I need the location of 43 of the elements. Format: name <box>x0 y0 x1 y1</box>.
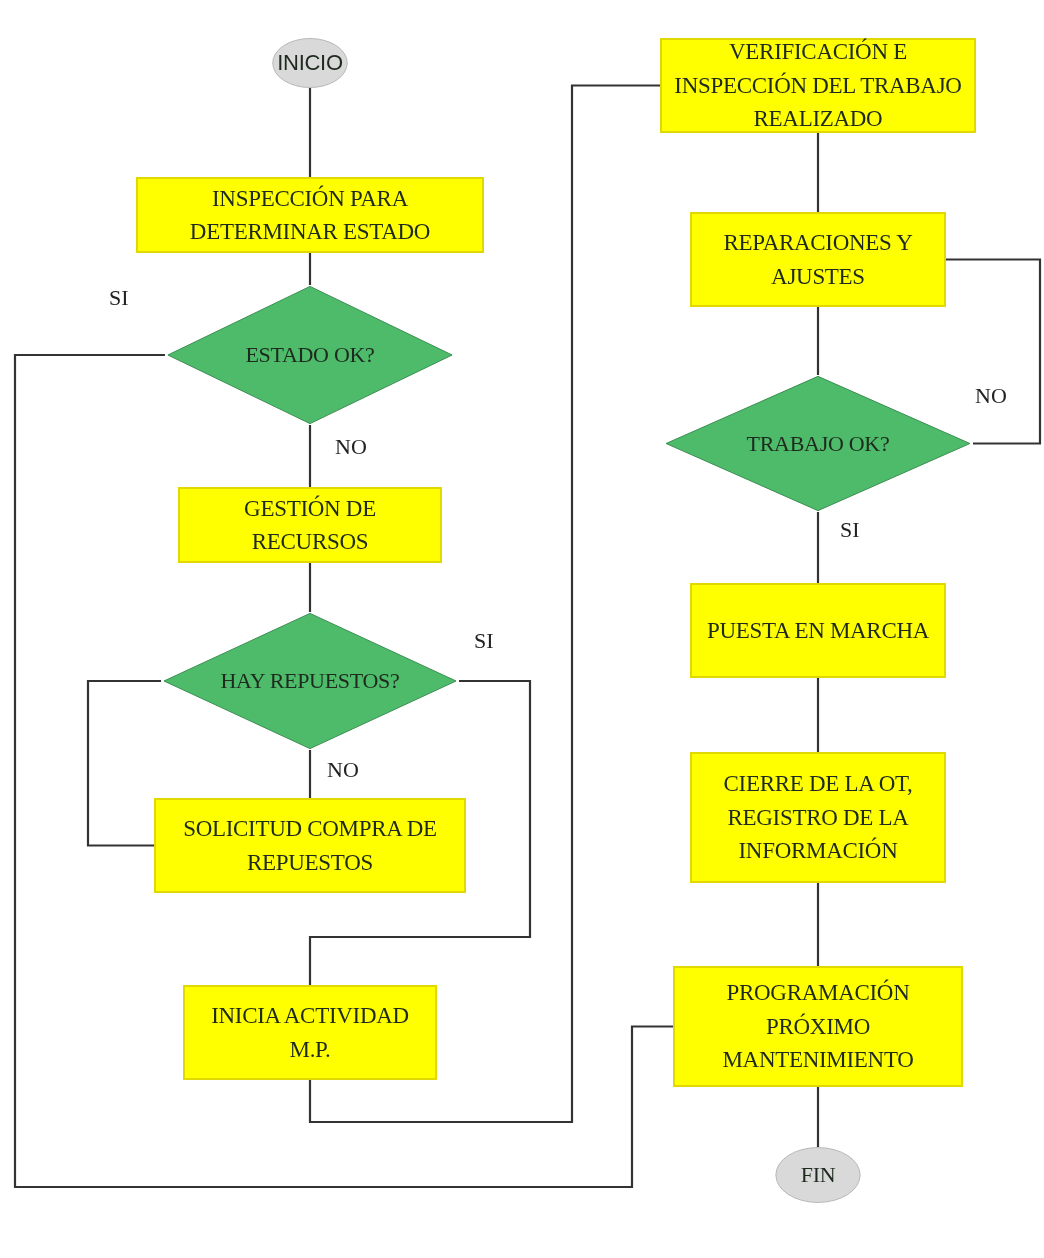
connector-line <box>816 678 820 752</box>
terminal-text: FIN <box>799 1161 837 1190</box>
terminal-ellipse <box>775 1147 861 1203</box>
process-box <box>673 966 963 1087</box>
process-text: VERIFICACIÓN E INSPECCIÓN DEL TRABAJO REALIZADO <box>673 37 963 134</box>
terminal-ellipse <box>272 38 348 88</box>
process-text: PUESTA EN MARCHA <box>705 616 931 645</box>
connector-line <box>816 133 820 212</box>
terminal-text: INICIO <box>276 49 344 78</box>
decision-text: ESTADO OK? <box>244 341 376 370</box>
connector-line <box>86 679 161 847</box>
connector-line <box>816 512 820 583</box>
decision-diamond <box>165 285 455 425</box>
connector-line <box>816 883 820 966</box>
process-text: PROGRAMACIÓN PRÓXIMO MANTENIMIENTO <box>721 978 915 1075</box>
process-text: CIERRE DE LA OT, REGISTRO DE LA INFORMACIÓN <box>722 770 914 866</box>
process-text: INICIA ACTIVIDAD M.P. <box>210 1002 410 1064</box>
connector-line <box>816 307 820 375</box>
connector-line <box>816 1087 820 1147</box>
decision-text: TRABAJO OK? <box>745 429 891 458</box>
process-text: REPARACIONES Y AJUSTES <box>722 229 914 291</box>
process-box <box>136 177 484 253</box>
connector-line <box>308 84 660 1124</box>
connector-line <box>308 750 312 798</box>
decision-diamond <box>663 375 973 512</box>
connector-line <box>308 253 312 285</box>
process-box <box>690 583 946 678</box>
process-box <box>183 985 437 1080</box>
process-text: GESTIÓN DE RECURSOS <box>243 494 377 556</box>
process-text: INSPECCIÓN PARA DETERMINAR ESTADO <box>188 184 432 246</box>
connector-line <box>308 563 312 612</box>
connector-line <box>13 353 673 1189</box>
decision-text: HAY REPUESTOS? <box>219 667 401 696</box>
decision-diamond <box>161 612 459 750</box>
connector-line <box>308 679 532 985</box>
process-box <box>690 212 946 307</box>
connector-line <box>308 425 312 487</box>
connector-line <box>308 88 312 177</box>
process-box <box>154 798 466 893</box>
process-box <box>690 752 946 883</box>
connector-line <box>946 258 1042 445</box>
process-box <box>178 487 442 563</box>
process-text: SOLICITUD COMPRA DE REPUESTOS <box>182 815 438 877</box>
